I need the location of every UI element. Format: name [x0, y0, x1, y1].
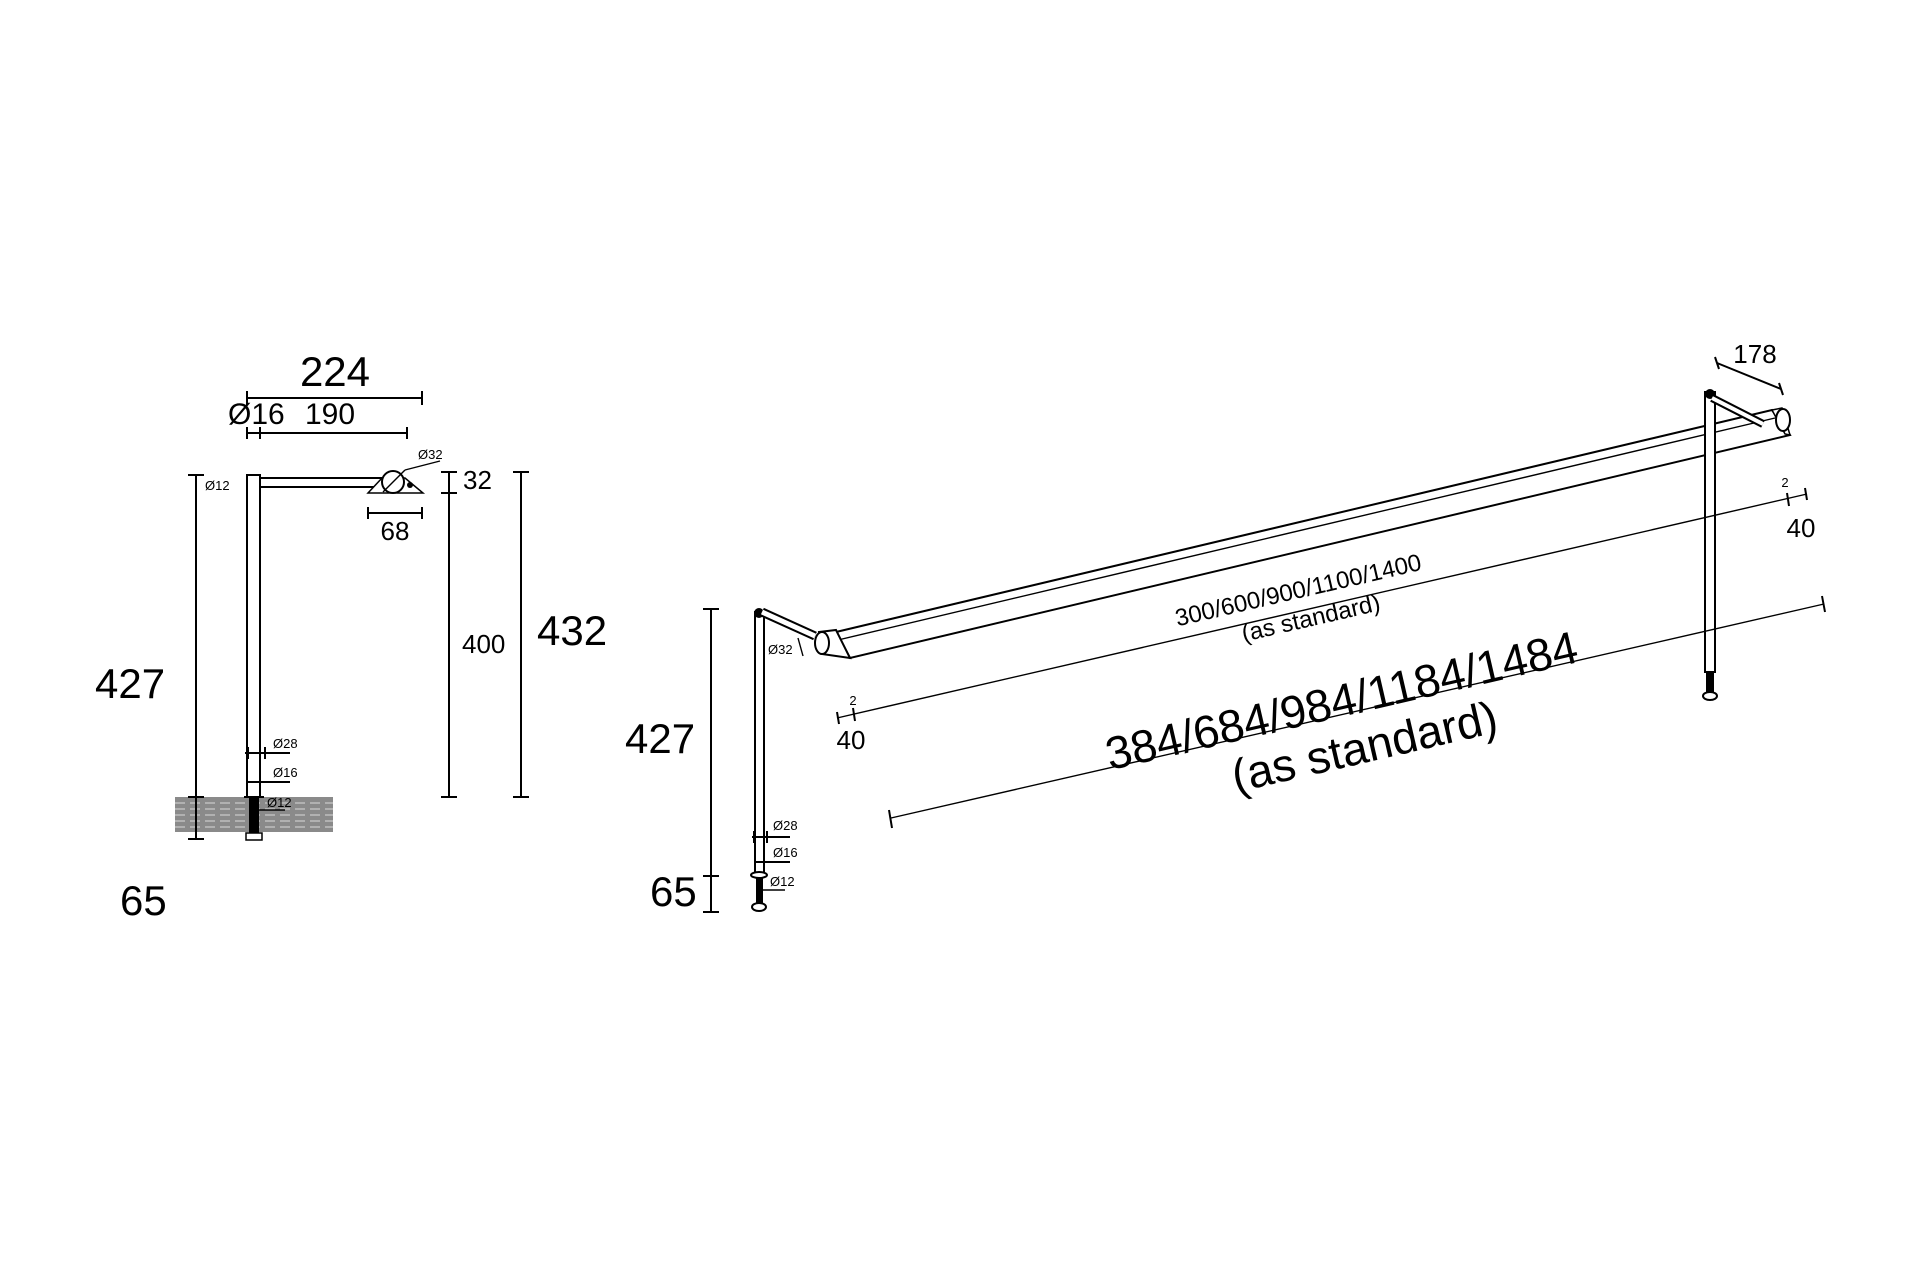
iso-embed-depth-label: 65 [650, 868, 697, 915]
embed-depth-label: 65 [120, 877, 167, 924]
rail-left-end [814, 631, 830, 655]
left-end-offset-label: 40 [837, 725, 866, 755]
iso-rail-diameter-label: Ø32 [768, 642, 793, 657]
arm-offset-label: 178 [1733, 339, 1776, 369]
rail-diameter-label: Ø32 [418, 447, 443, 462]
left-bolt [756, 876, 763, 906]
total-height-label: 432 [537, 607, 607, 654]
rail-right-end [1775, 408, 1791, 432]
iso-post-diameter-label: Ø16 [773, 845, 798, 860]
overall-width-label: 224 [300, 348, 370, 395]
left-post [754, 611, 765, 875]
bracket-width-label: 68 [381, 516, 410, 546]
side-view: Ø32 Ø12 224 Ø16 190 68 32 400 432 427 65… [95, 348, 607, 924]
post-diameter-label: Ø16 [273, 765, 298, 780]
bolt-diameter-label: Ø12 [267, 795, 292, 810]
arm-length-label: 190 [305, 398, 355, 431]
post-height-label: 427 [95, 660, 165, 707]
iso-post-height-label: 427 [625, 715, 695, 762]
iso-bolt-diameter-label: Ø12 [770, 874, 795, 889]
right-end-offset-label: 40 [1787, 513, 1816, 543]
cap-diameter-label: Ø12 [205, 478, 230, 493]
iso-collar-diameter-label: Ø28 [773, 818, 798, 833]
isometric-view: 427 65 Ø32 Ø28 Ø16 Ø12 178 2 40 2 40 300… [625, 339, 1826, 915]
left-gap-label: 2 [849, 693, 856, 708]
right-bolt [1706, 673, 1714, 695]
bolt [249, 797, 259, 833]
tube-diameter-label: Ø16 [228, 398, 285, 431]
collar-diameter-label: Ø28 [273, 736, 298, 751]
height-to-rail-label: 400 [462, 629, 505, 659]
arm [259, 477, 383, 488]
rail-height-label: 32 [463, 465, 492, 495]
nut [245, 832, 263, 841]
right-gap-label: 2 [1781, 475, 1788, 490]
